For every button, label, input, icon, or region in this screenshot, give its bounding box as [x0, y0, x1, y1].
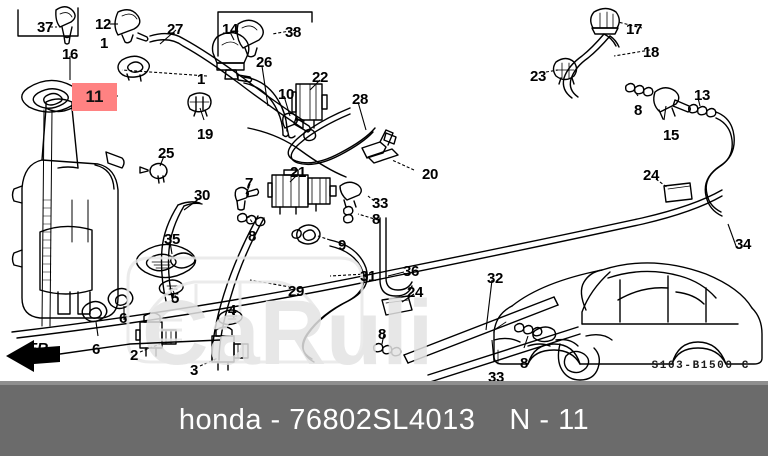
callout-17[interactable]: 17: [626, 21, 643, 38]
callout-3[interactable]: 3: [190, 362, 199, 379]
callout-10[interactable]: 10: [278, 86, 295, 103]
callout-30[interactable]: 30: [194, 187, 211, 204]
callout-28[interactable]: 28: [352, 91, 369, 108]
callout-33[interactable]: 33: [372, 195, 389, 212]
callout-8[interactable]: 8: [520, 355, 529, 372]
callout-23[interactable]: 23: [530, 68, 547, 85]
callout-16[interactable]: 16: [62, 46, 79, 63]
callout-24[interactable]: 24: [643, 167, 660, 184]
highlight-part-number: 11: [85, 87, 104, 106]
callout-20[interactable]: 20: [422, 166, 439, 183]
callout-24[interactable]: 24: [407, 284, 424, 301]
callout-21[interactable]: 21: [290, 164, 307, 181]
callout-14[interactable]: 14: [222, 21, 239, 38]
callout-38[interactable]: 38: [285, 24, 302, 41]
callout-35[interactable]: 35: [164, 231, 181, 248]
callout-7[interactable]: 7: [245, 175, 254, 192]
callout-29[interactable]: 29: [288, 283, 305, 300]
callout-8[interactable]: 8: [378, 326, 387, 343]
callout-9[interactable]: 9: [338, 237, 347, 254]
callout-2[interactable]: 2: [130, 347, 139, 364]
callout-1[interactable]: 1: [197, 71, 206, 88]
callout-25[interactable]: 25: [158, 145, 175, 162]
callout-34[interactable]: 34: [735, 236, 752, 253]
footer-bar: honda - 76802SL4013 N - 11: [0, 385, 768, 456]
highlight-part-11[interactable]: 11: [72, 83, 117, 111]
callout-22[interactable]: 22: [312, 69, 329, 86]
callout-26[interactable]: 26: [256, 54, 273, 71]
callout-6[interactable]: 6: [119, 310, 128, 327]
footer-page-ref: N - 11: [509, 404, 590, 436]
callout-19[interactable]: 19: [197, 126, 214, 143]
callout-5[interactable]: 5: [171, 290, 180, 307]
diagram-code: S103-B1500 C: [651, 360, 750, 372]
callout-8[interactable]: 8: [634, 102, 643, 119]
callout-32[interactable]: 32: [487, 270, 504, 287]
callout-18[interactable]: 18: [643, 44, 660, 61]
callout-13[interactable]: 13: [694, 87, 711, 104]
callout-4[interactable]: 4: [228, 302, 237, 319]
callout-6[interactable]: 6: [92, 341, 101, 358]
callout-12[interactable]: 12: [95, 16, 112, 33]
callout-1[interactable]: 1: [100, 35, 109, 52]
fr-arrow-icon: [6, 339, 221, 372]
callout-31[interactable]: 31: [360, 268, 377, 285]
callout-37[interactable]: 37: [37, 19, 54, 36]
footer-brand-part: honda - 76802SL4013: [178, 404, 476, 436]
callout-36[interactable]: 36: [403, 263, 420, 280]
footer-divider: [0, 381, 768, 385]
callout-8[interactable]: 8: [372, 211, 381, 228]
callout-8[interactable]: 8: [248, 228, 257, 245]
callout-15[interactable]: 15: [663, 127, 680, 144]
callout-27[interactable]: 27: [167, 21, 184, 38]
fr-label: FR.: [28, 340, 53, 357]
